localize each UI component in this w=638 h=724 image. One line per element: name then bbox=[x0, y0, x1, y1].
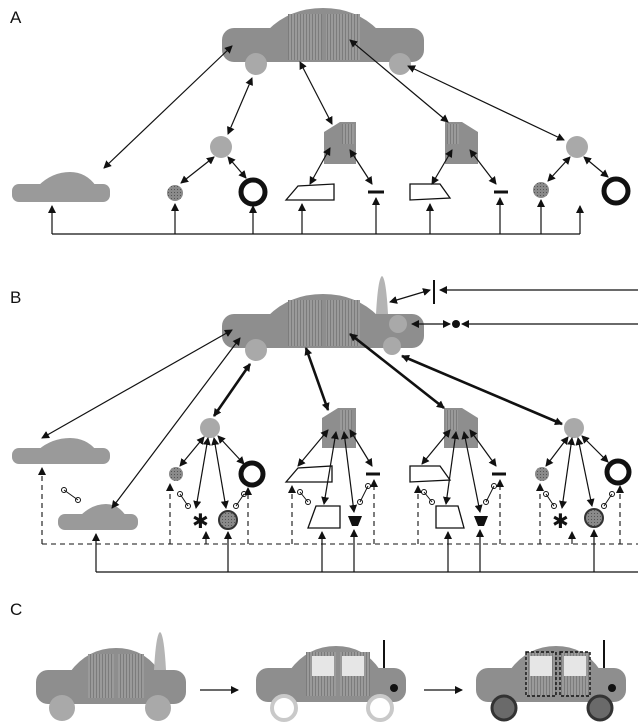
star-part-icon: ✱ bbox=[552, 509, 569, 533]
window-icon bbox=[284, 183, 335, 201]
door-icon bbox=[322, 408, 356, 448]
car-icon bbox=[222, 294, 424, 361]
car-icon bbox=[12, 172, 110, 202]
tire-ring-icon bbox=[604, 458, 632, 486]
star-part-icon: ✱ bbox=[192, 509, 209, 533]
wheel-icon bbox=[584, 508, 604, 528]
car-icon bbox=[58, 504, 138, 530]
window-icon bbox=[284, 465, 333, 483]
wheel-icon bbox=[533, 182, 549, 198]
panel-label-b: B bbox=[10, 288, 22, 307]
assembly-node-icon bbox=[210, 136, 232, 158]
window-icon bbox=[409, 183, 452, 201]
tire-ring-icon bbox=[601, 176, 631, 206]
door-icon bbox=[445, 122, 478, 164]
wheel-icon bbox=[167, 185, 183, 201]
assembly-node-icon bbox=[200, 418, 220, 438]
antenna-icon bbox=[376, 276, 388, 314]
panel-c bbox=[36, 632, 626, 722]
car-icon bbox=[12, 438, 110, 464]
car-icon bbox=[256, 640, 406, 722]
car-icon bbox=[36, 632, 186, 721]
car-icon bbox=[222, 8, 424, 75]
door-icon bbox=[444, 408, 478, 448]
door-icon bbox=[324, 122, 356, 164]
assembly-node-icon bbox=[564, 418, 584, 438]
tire-ring-icon bbox=[238, 177, 268, 207]
panel-label-c: C bbox=[10, 600, 23, 619]
panel-a bbox=[12, 8, 631, 235]
headlight-icon bbox=[452, 320, 460, 328]
window-icon bbox=[307, 505, 341, 529]
panel-b: ✱ ✱ bbox=[12, 276, 638, 573]
headlight-icon bbox=[474, 516, 488, 526]
tire-ring-icon bbox=[238, 460, 266, 488]
wheel-icon bbox=[169, 467, 183, 481]
window-icon bbox=[409, 465, 452, 483]
car-icon bbox=[476, 640, 626, 722]
window-icon bbox=[435, 505, 465, 529]
panel-label-a: A bbox=[10, 8, 22, 27]
assembly-node-icon bbox=[566, 136, 588, 158]
wheel-icon bbox=[218, 510, 238, 530]
wheel-icon bbox=[535, 467, 549, 481]
headlight-icon bbox=[348, 516, 362, 526]
